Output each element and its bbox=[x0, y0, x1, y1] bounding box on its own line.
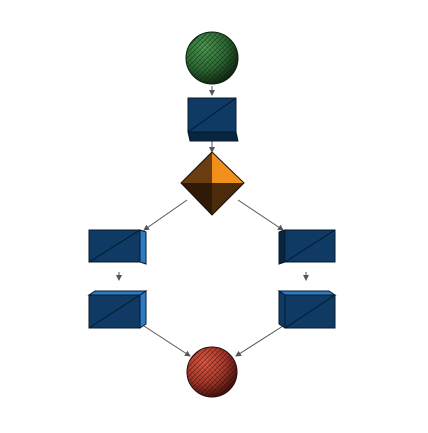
edge-decision-to-task-left-1 bbox=[143, 199, 188, 231]
edge-task-right-2-to-end bbox=[235, 325, 284, 357]
decision-node[interactable] bbox=[180, 151, 245, 216]
nodes-layer bbox=[87, 31, 337, 398]
edge-task-left-2-to-end bbox=[143, 325, 191, 357]
start-node[interactable] bbox=[185, 31, 239, 85]
edge-decision-to-task-right-1 bbox=[237, 199, 284, 231]
task-node-left-1[interactable] bbox=[88, 229, 147, 265]
end-node[interactable] bbox=[186, 346, 238, 398]
task-node-right-2[interactable] bbox=[277, 290, 337, 329]
task-node-1[interactable] bbox=[187, 97, 239, 142]
task-node-right-1[interactable] bbox=[278, 229, 336, 265]
task-node-left-2[interactable] bbox=[87, 290, 148, 329]
edges-layer bbox=[116, 86, 309, 357]
